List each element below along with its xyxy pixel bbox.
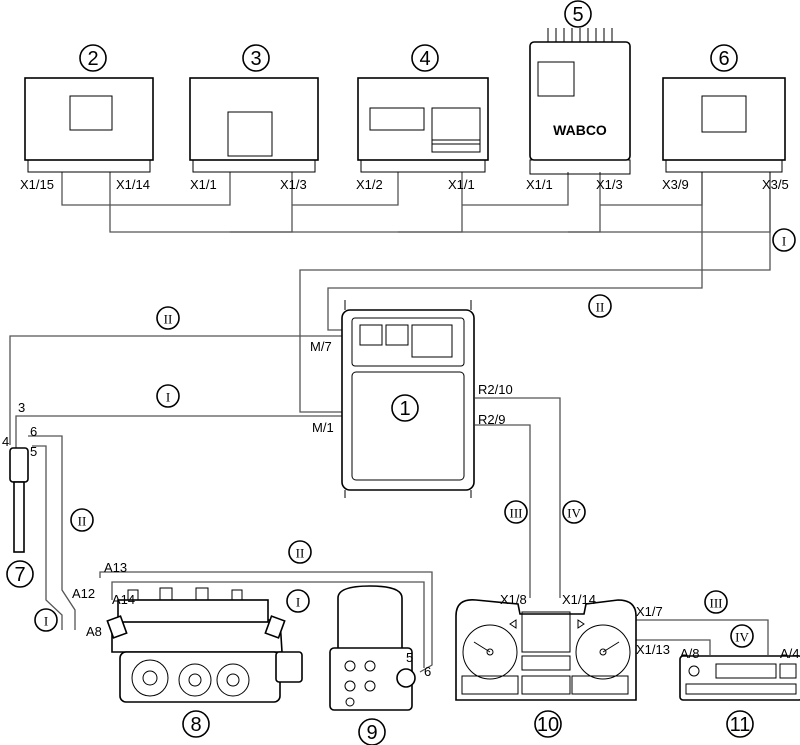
unit-10-pin-x1-7: X1/7 xyxy=(636,604,663,619)
unit-8-number: 8 xyxy=(190,714,201,736)
unit-5-number: 5 xyxy=(572,4,583,26)
wabco-logo-text: WABCO xyxy=(553,122,607,138)
unit-7-pin-6: 6 xyxy=(30,424,37,439)
bus-label-ii: II xyxy=(596,300,605,315)
unit-5-wabco-module: WABCO 5 X1/1 X1/3 xyxy=(526,0,631,192)
bus-label-iii: III xyxy=(710,596,723,611)
unit-10-pin-x1-14: X1/14 xyxy=(562,592,596,607)
unit-8-pin-a12: A12 xyxy=(72,586,95,601)
unit-9-number: 9 xyxy=(366,722,377,744)
unit-7-pin-5: 5 xyxy=(30,444,37,459)
unit-9-pin-6: 6 xyxy=(424,664,431,679)
unit-3-module: 3 X1/1 X1/3 xyxy=(189,44,319,192)
unit-3-pin-a: X1/1 xyxy=(190,177,217,192)
bus-label-ii: II xyxy=(78,514,87,529)
unit-2-pin-b: X1/14 xyxy=(116,177,150,192)
unit-9-air-dryer: 5 6 9 xyxy=(329,585,431,745)
unit-11-pin-a4: A/4 xyxy=(780,646,800,661)
unit-11-number: 11 xyxy=(730,714,751,736)
unit-2-module: 2 X1/15 X1/14 xyxy=(20,44,154,192)
unit-2-pin-a: X1/15 xyxy=(20,177,54,192)
bus-labels: I II II I II I II I III IV III IV xyxy=(34,228,796,648)
bus-label-ii: II xyxy=(296,546,305,561)
unit-5-pin-a: X1/1 xyxy=(526,177,553,192)
unit-2-number: 2 xyxy=(87,48,98,70)
unit-1-controller: 1 M/7 M/1 R2/10 R2/9 xyxy=(310,300,513,498)
pin-m1: M/1 xyxy=(312,420,334,435)
unit-4-module: 4 X1/2 X1/1 xyxy=(356,44,489,192)
unit-3-number: 3 xyxy=(250,48,261,70)
unit-10-pin-x1-13: X1/13 xyxy=(636,642,670,657)
unit-7-pin-4: 4 xyxy=(2,434,9,449)
unit-5-pin-b: X1/3 xyxy=(596,177,623,192)
unit-8-modulator: A13 A12 A14 A8 8 xyxy=(72,560,303,738)
unit-7-pin-3: 3 xyxy=(18,400,25,415)
unit-1-number: 1 xyxy=(399,398,410,420)
unit-4-pin-a: X1/2 xyxy=(356,177,383,192)
pin-m7: M/7 xyxy=(310,339,332,354)
unit-11-pin-a8: A/8 xyxy=(680,646,700,661)
bus-label-i: I xyxy=(782,234,786,249)
unit-8-pin-a8: A8 xyxy=(86,624,102,639)
unit-8-pin-a13: A13 xyxy=(104,560,127,575)
unit-10-number: 10 xyxy=(537,714,559,736)
unit-3-pin-b: X1/3 xyxy=(280,177,307,192)
bus-label-iii: III xyxy=(510,506,523,521)
unit-10-pin-x1-8: X1/8 xyxy=(500,592,527,607)
unit-8-pin-a14: A14 xyxy=(112,592,135,607)
unit-7-number: 7 xyxy=(14,564,25,586)
bus-label-iv: IV xyxy=(735,630,749,645)
bus-label-iv: IV xyxy=(567,506,581,521)
unit-4-number: 4 xyxy=(419,48,430,70)
bus-label-ii: II xyxy=(164,312,173,327)
unit-4-pin-b: X1/1 xyxy=(448,177,475,192)
pin-r2-9: R2/9 xyxy=(478,412,505,427)
unit-7-sensor: 3 4 6 5 7 xyxy=(2,400,37,588)
unit-11-tachograph: A/8 A/4 11 xyxy=(679,646,800,738)
bus-label-i: I xyxy=(296,595,300,610)
unit-6-module: 6 X3/9 X3/5 xyxy=(662,44,789,192)
bus-label-i: I xyxy=(166,390,170,405)
unit-10-instrument-cluster: X1/8 X1/14 X1/7 X1/13 10 xyxy=(455,592,670,738)
unit-9-pin-5: 5 xyxy=(406,650,413,665)
wiring-lines xyxy=(9,172,771,673)
unit-6-pin-b: X3/5 xyxy=(762,177,789,192)
unit-6-number: 6 xyxy=(718,48,729,70)
bus-label-i: I xyxy=(44,614,48,629)
pin-r2-10: R2/10 xyxy=(478,382,513,397)
unit-6-pin-a: X3/9 xyxy=(662,177,689,192)
